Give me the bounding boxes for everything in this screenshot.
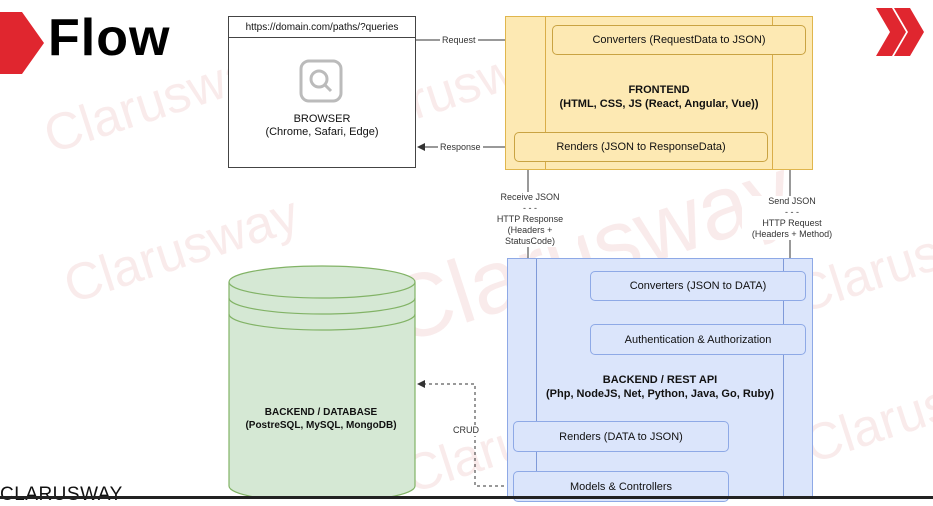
footer-brand: CLARUSWAY xyxy=(0,484,123,505)
frontend-converters: Converters (RequestData to JSON) xyxy=(552,25,806,55)
backend-converters: Converters (JSON to DATA) xyxy=(590,271,806,301)
receive-json-label: Receive JSON - - - HTTP Response (Header… xyxy=(482,192,578,247)
receive-separator: - - - xyxy=(523,203,537,213)
http-response-detail: (Headers + StatusCode) xyxy=(504,225,556,246)
backend-title: BACKEND / REST API (Php, NodeJS, Net, Py… xyxy=(508,373,812,401)
database-tech: (PostreSQL, MySQL, MongoDB) xyxy=(245,420,397,431)
frontend-divider xyxy=(772,17,773,169)
double-chevron-logo-icon xyxy=(876,8,924,56)
browser-examples: (Chrome, Safari, Edge) xyxy=(265,126,379,138)
backend-divider xyxy=(783,259,784,498)
http-request-text: HTTP Request xyxy=(762,218,822,228)
frontend-renders: Renders (JSON to ResponseData) xyxy=(514,132,768,162)
crud-label: CRUD xyxy=(451,425,481,436)
browser-name: BROWSER xyxy=(293,113,351,125)
frontend-title: FRONTEND (HTML, CSS, JS (React, Angular,… xyxy=(506,83,812,111)
http-response-text: HTTP Response xyxy=(496,214,564,224)
response-label: Response xyxy=(438,142,483,153)
slide-title: Flow xyxy=(48,9,171,67)
send-separator: - - - xyxy=(785,207,799,217)
chevron-logo-icon xyxy=(0,12,44,74)
bottom-bar xyxy=(0,496,933,499)
backend-renders: Renders (DATA to JSON) xyxy=(513,421,729,452)
send-json-label: Send JSON - - - HTTP Request (Headers + … xyxy=(742,196,842,240)
backend-auth: Authentication & Authorization xyxy=(590,324,806,355)
database-title: BACKEND / DATABASE xyxy=(264,407,378,418)
send-json-text: Send JSON xyxy=(768,196,816,206)
frontend-divider xyxy=(545,17,546,169)
backend-title-tech: (Php, NodeJS, Net, Python, Java, Go, Rub… xyxy=(546,388,774,400)
browser-label: BROWSER (Chrome, Safari, Edge) xyxy=(229,113,415,139)
frontend-container: Converters (RequestData to JSON) FRONTEN… xyxy=(505,16,813,170)
browser-window: https://domain.com/paths/?queries BROWSE… xyxy=(228,16,416,168)
backend-title-name: BACKEND / REST API xyxy=(602,374,718,386)
browser-url: https://domain.com/paths/?queries xyxy=(229,17,415,38)
request-label: Request xyxy=(440,35,478,46)
backend-divider xyxy=(536,259,537,498)
frontend-title-name: FRONTEND xyxy=(628,84,690,96)
search-icon xyxy=(299,59,343,103)
database-cylinder xyxy=(228,265,416,499)
receive-json-text: Receive JSON xyxy=(500,192,560,202)
database-label: BACKEND / DATABASE (PostreSQL, MySQL, Mo… xyxy=(228,406,414,432)
backend-container: Converters (JSON to DATA) Authentication… xyxy=(507,258,813,502)
frontend-title-tech: (HTML, CSS, JS (React, Angular, Vue)) xyxy=(559,98,759,110)
http-request-detail: (Headers + Method) xyxy=(751,229,833,239)
